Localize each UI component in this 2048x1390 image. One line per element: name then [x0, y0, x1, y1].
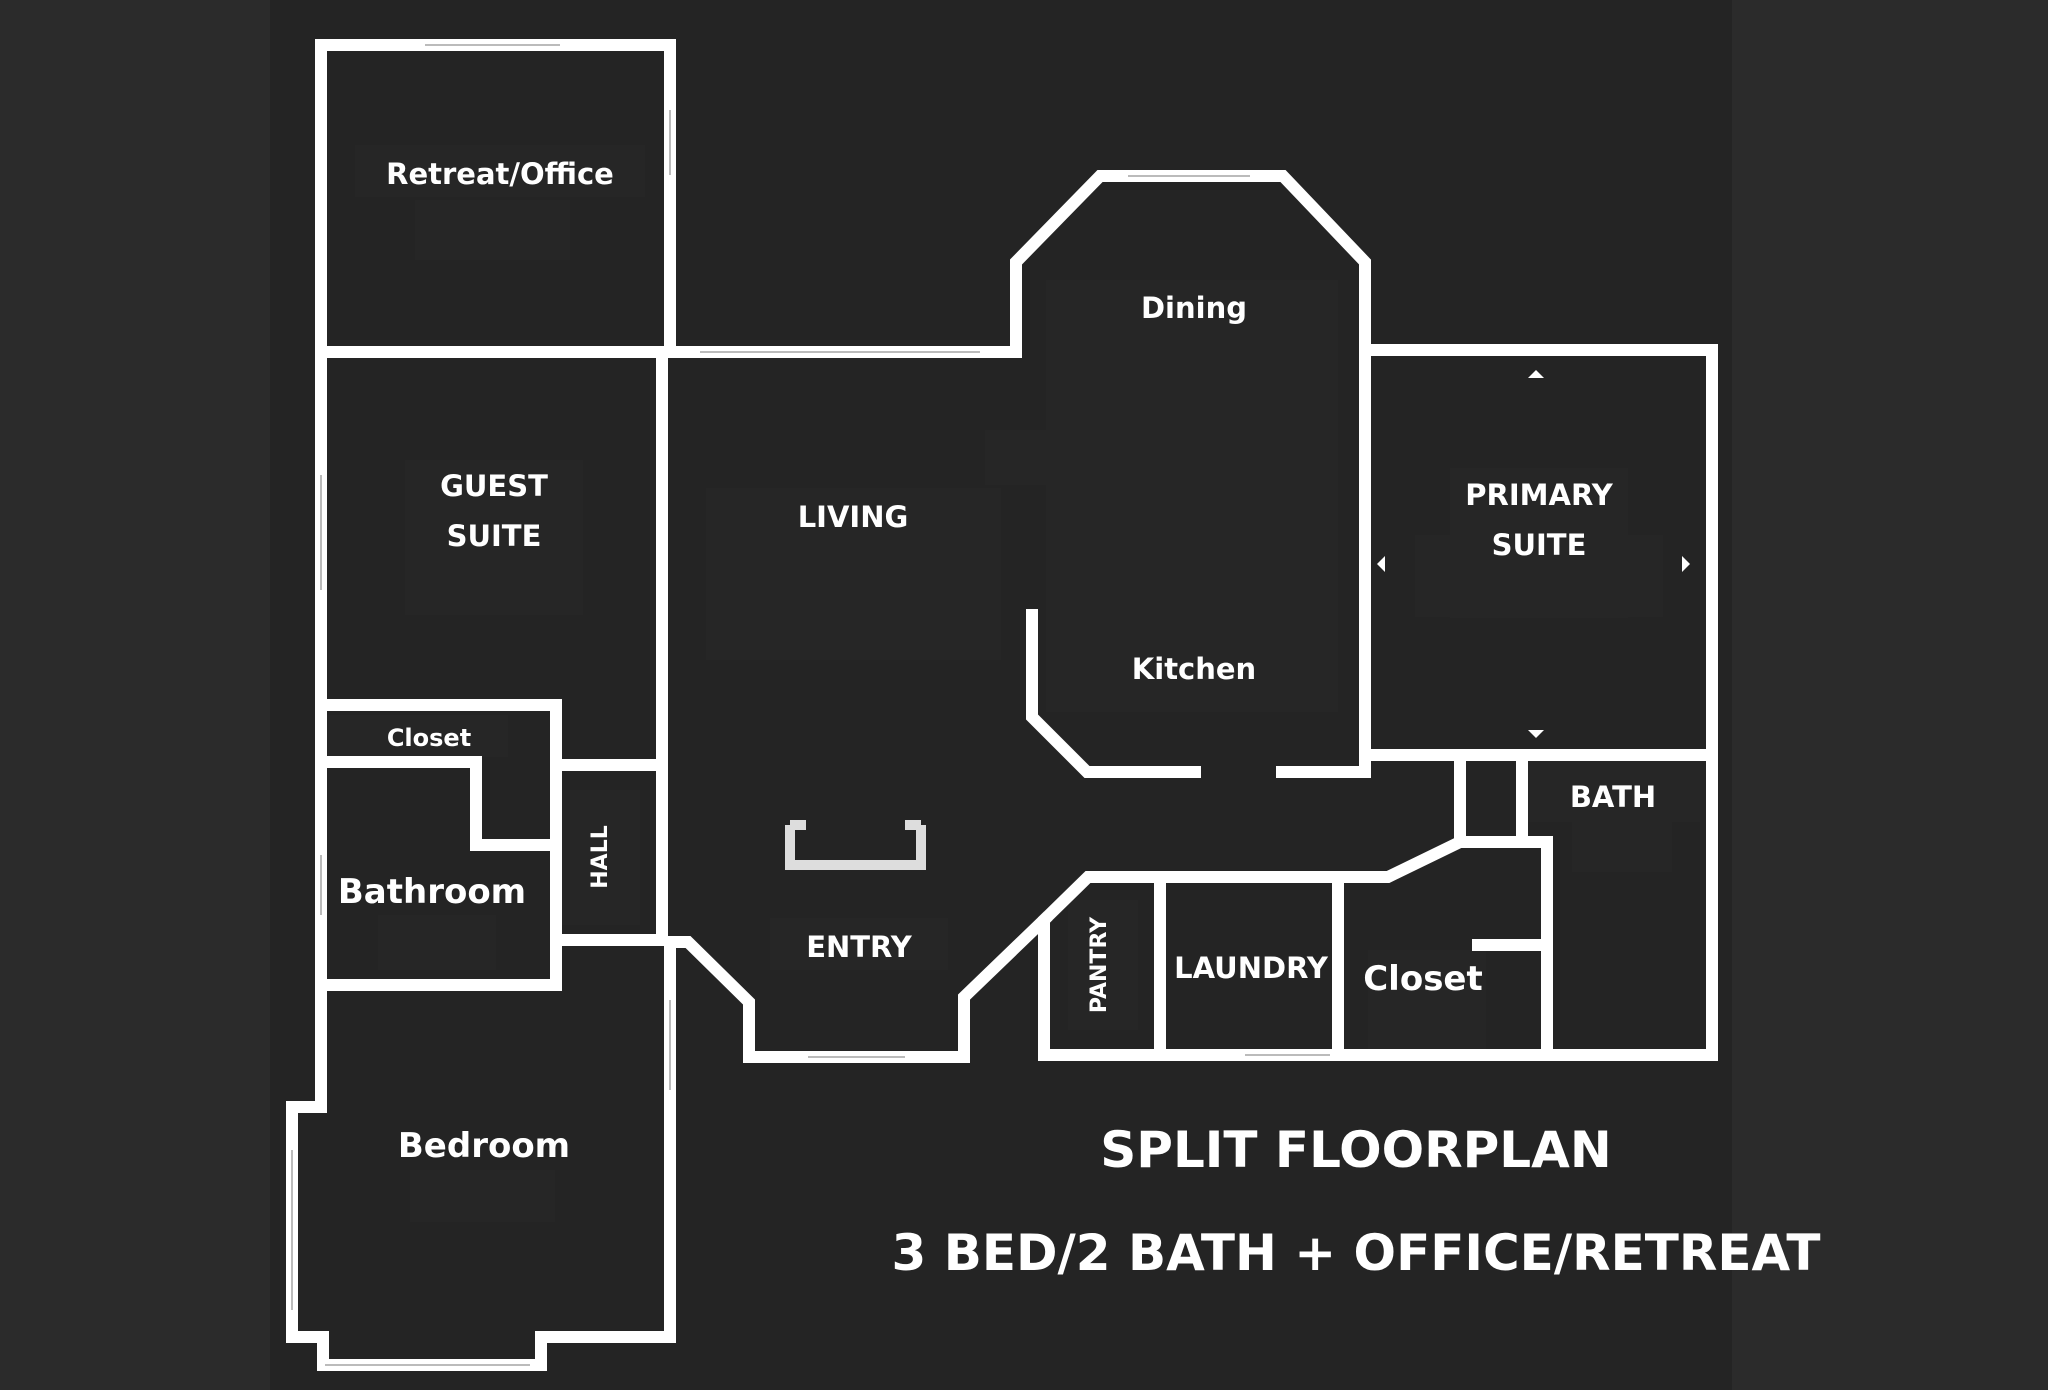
room-label-primary-suite-line1: PRIMARY: [1465, 478, 1613, 512]
caption: SPLIT FLOORPLAN 3 BED/2 BATH + OFFICE/RE…: [892, 1121, 1821, 1282]
room-label-dining: Dining: [1141, 291, 1247, 325]
room-label-hall: HALL: [588, 825, 613, 888]
room-label-bathroom: Bathroom: [338, 872, 526, 912]
kitchen-counter: [1026, 609, 1201, 778]
entry-planter-fixture: [785, 820, 926, 870]
entry-bay-wall: [664, 911, 1053, 1063]
arrow-down-icon: [1528, 730, 1544, 738]
room-label-laundry: LAUNDRY: [1174, 951, 1329, 985]
room-label-closet-small: Closet: [387, 724, 471, 752]
caption-title: SPLIT FLOORPLAN: [1100, 1121, 1611, 1179]
label-boxes: [326, 145, 1700, 1222]
room-label-kitchen: Kitchen: [1132, 652, 1256, 686]
arrow-up-icon: [1528, 370, 1544, 378]
room-label-guest-suite-line2: SUITE: [447, 519, 542, 553]
room-label-closet-large: Closet: [1363, 959, 1483, 999]
room-label-living: LIVING: [798, 500, 909, 534]
window-marks: [291, 44, 1330, 1366]
north-wall: [656, 170, 1718, 1061]
arrow-right-icon: [1682, 556, 1690, 572]
room-labels: Retreat/Office GUEST SUITE Closet Bathro…: [338, 157, 1656, 1166]
primary-suite-arrows: [1377, 370, 1690, 738]
room-label-bath: BATH: [1570, 780, 1656, 814]
room-label-pantry: PANTRY: [1087, 916, 1112, 1013]
room-label-retreat-office: Retreat/Office: [386, 157, 614, 191]
right-frame: [1732, 0, 2048, 1390]
wall-closet: [315, 699, 562, 851]
room-label-primary-suite-line2: SUITE: [1492, 528, 1587, 562]
room-label-bedroom: Bedroom: [398, 1126, 570, 1166]
caption-subtitle: 3 BED/2 BATH + OFFICE/RETREAT: [892, 1224, 1821, 1282]
west-wing-outer-wall: [286, 39, 676, 1371]
wall-bathroom-bedroom: [315, 839, 562, 991]
room-label-guest-suite-line1: GUEST: [440, 469, 548, 503]
arrow-left-icon: [1377, 556, 1385, 572]
room-label-entry: ENTRY: [806, 930, 913, 964]
walls: [286, 39, 1718, 1371]
left-frame: [0, 0, 270, 1390]
